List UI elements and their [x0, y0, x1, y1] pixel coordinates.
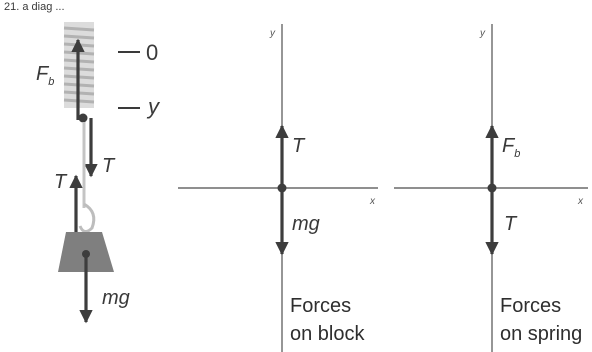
spring-caption-line2: on spring — [500, 323, 582, 345]
spring-free-body-diagram: y x Fb T Forces on spring — [394, 24, 588, 352]
block-x-axis-label: x — [369, 196, 376, 207]
header-fragment: 21. a diag ... — [4, 1, 65, 13]
spring-block-setup: 0 y Fb T T mg — [36, 22, 161, 324]
scale-zero-label: 0 — [146, 40, 158, 65]
weight-label: mg — [102, 287, 130, 309]
block-y-axis-label: y — [269, 28, 276, 39]
tension-right-label: T — [102, 155, 116, 177]
spring-tension-label: T — [504, 213, 518, 235]
scale-y-label: y — [146, 94, 161, 119]
block-origin-dot — [277, 183, 287, 193]
spring-y-axis-label: y — [479, 28, 486, 39]
spring-end-dot — [78, 113, 88, 123]
spring-caption-line1: Forces — [500, 295, 561, 317]
block-hook — [78, 202, 96, 233]
block-free-body-diagram: y x T mg Forces on block — [178, 24, 378, 352]
tension-left-label: T — [54, 171, 68, 193]
block-caption-line1: Forces — [290, 295, 351, 317]
block-caption-line2: on block — [290, 323, 365, 345]
spring-force-label: Fb — [36, 63, 54, 88]
spring-x-axis-label: x — [577, 196, 584, 207]
spring-fb-label: Fb — [502, 135, 520, 160]
block-weight-label: mg — [292, 213, 320, 235]
block-tension-label: T — [292, 135, 306, 157]
spring-origin-dot — [487, 183, 497, 193]
